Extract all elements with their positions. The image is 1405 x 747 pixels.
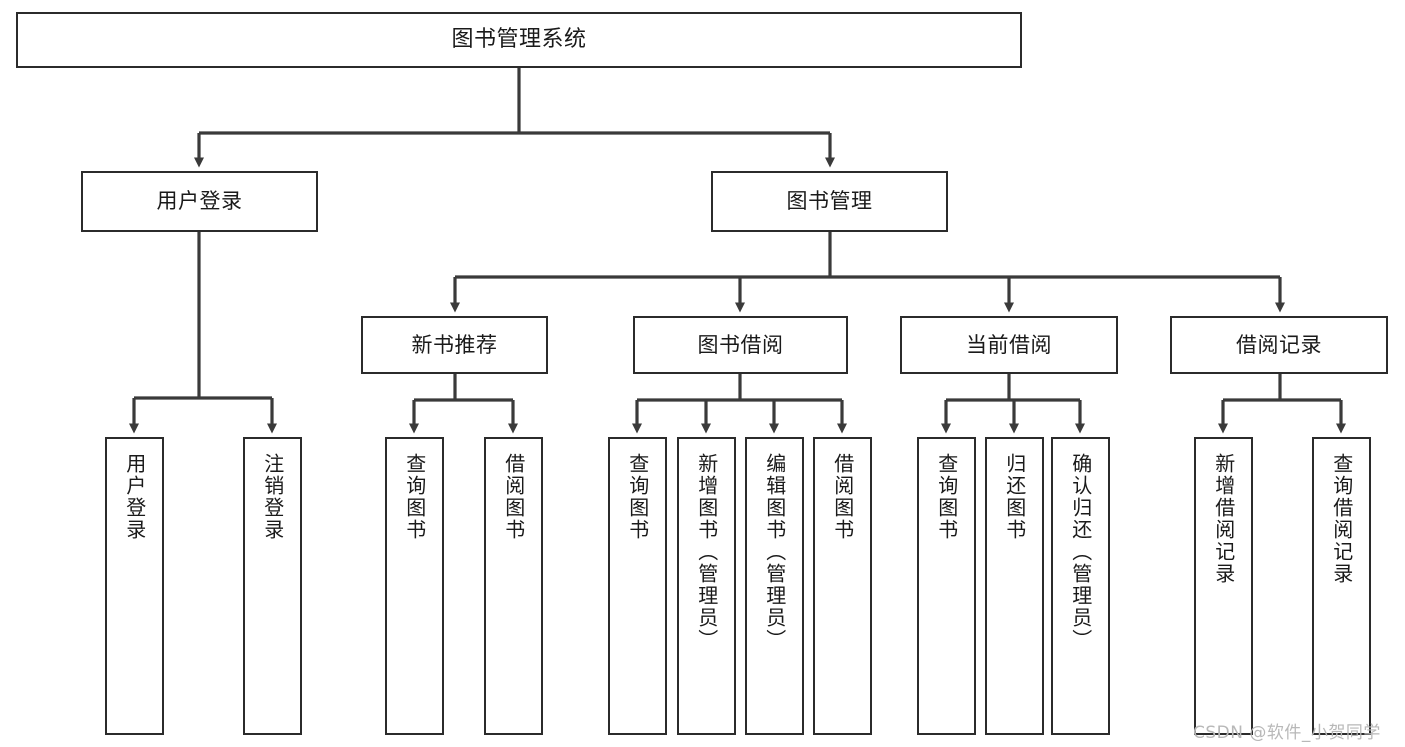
- node-root-system[interactable]: 图书管理系统: [16, 12, 1022, 68]
- node-label: 查询图书: [934, 453, 959, 541]
- node-leaf-query-book-2[interactable]: 查询图书: [608, 437, 667, 735]
- node-leaf-edit-book[interactable]: 编辑图书（管理员）: [745, 437, 804, 735]
- node-book-manage[interactable]: 图书管理: [711, 171, 948, 232]
- node-label: 注销登录: [260, 453, 285, 541]
- node-label: 当前借阅: [966, 332, 1052, 357]
- node-label: 新增借阅记录: [1211, 453, 1236, 585]
- node-label: 图书管理: [786, 189, 873, 214]
- node-book-borrow[interactable]: 图书借阅: [633, 316, 848, 374]
- node-leaf-add-record[interactable]: 新增借阅记录: [1194, 437, 1253, 735]
- node-leaf-return-book[interactable]: 归还图书: [985, 437, 1044, 735]
- node-leaf-user-login[interactable]: 用户登录: [105, 437, 164, 735]
- csdn-watermark: CSDN @软件_小贺同学: [1193, 723, 1381, 743]
- node-leaf-query-book-3[interactable]: 查询图书: [917, 437, 976, 735]
- node-label: 借阅图书: [830, 453, 855, 541]
- node-borrow-record[interactable]: 借阅记录: [1170, 316, 1388, 374]
- node-label: 借阅图书: [501, 453, 526, 541]
- node-label: 查询借阅记录: [1329, 453, 1354, 585]
- node-leaf-confirm-return[interactable]: 确认归还（管理员）: [1051, 437, 1110, 735]
- node-label: 归还图书: [1002, 453, 1027, 541]
- node-leaf-query-book-1[interactable]: 查询图书: [385, 437, 444, 735]
- node-label: 查询图书: [402, 453, 427, 541]
- node-label: 用户登录: [122, 453, 147, 541]
- node-label: 编辑图书（管理员）: [762, 453, 787, 651]
- node-label: 查询图书: [625, 453, 650, 541]
- node-leaf-add-book[interactable]: 新增图书（管理员）: [677, 437, 736, 735]
- node-label: 图书借阅: [697, 332, 784, 357]
- node-label: 用户登录: [156, 189, 243, 214]
- node-leaf-borrow-book-1[interactable]: 借阅图书: [484, 437, 543, 735]
- node-new-book-rec[interactable]: 新书推荐: [361, 316, 548, 374]
- node-label: 图书管理系统: [451, 27, 587, 53]
- node-label: 确认归还（管理员）: [1068, 453, 1093, 651]
- node-label: 借阅记录: [1236, 332, 1322, 357]
- node-leaf-query-record[interactable]: 查询借阅记录: [1312, 437, 1371, 735]
- node-label: 新书推荐: [411, 332, 498, 357]
- node-leaf-borrow-book-2[interactable]: 借阅图书: [813, 437, 872, 735]
- node-label: 新增图书（管理员）: [694, 453, 719, 651]
- node-leaf-logout-login[interactable]: 注销登录: [243, 437, 302, 735]
- node-user-login[interactable]: 用户登录: [81, 171, 318, 232]
- node-current-borrow[interactable]: 当前借阅: [900, 316, 1118, 374]
